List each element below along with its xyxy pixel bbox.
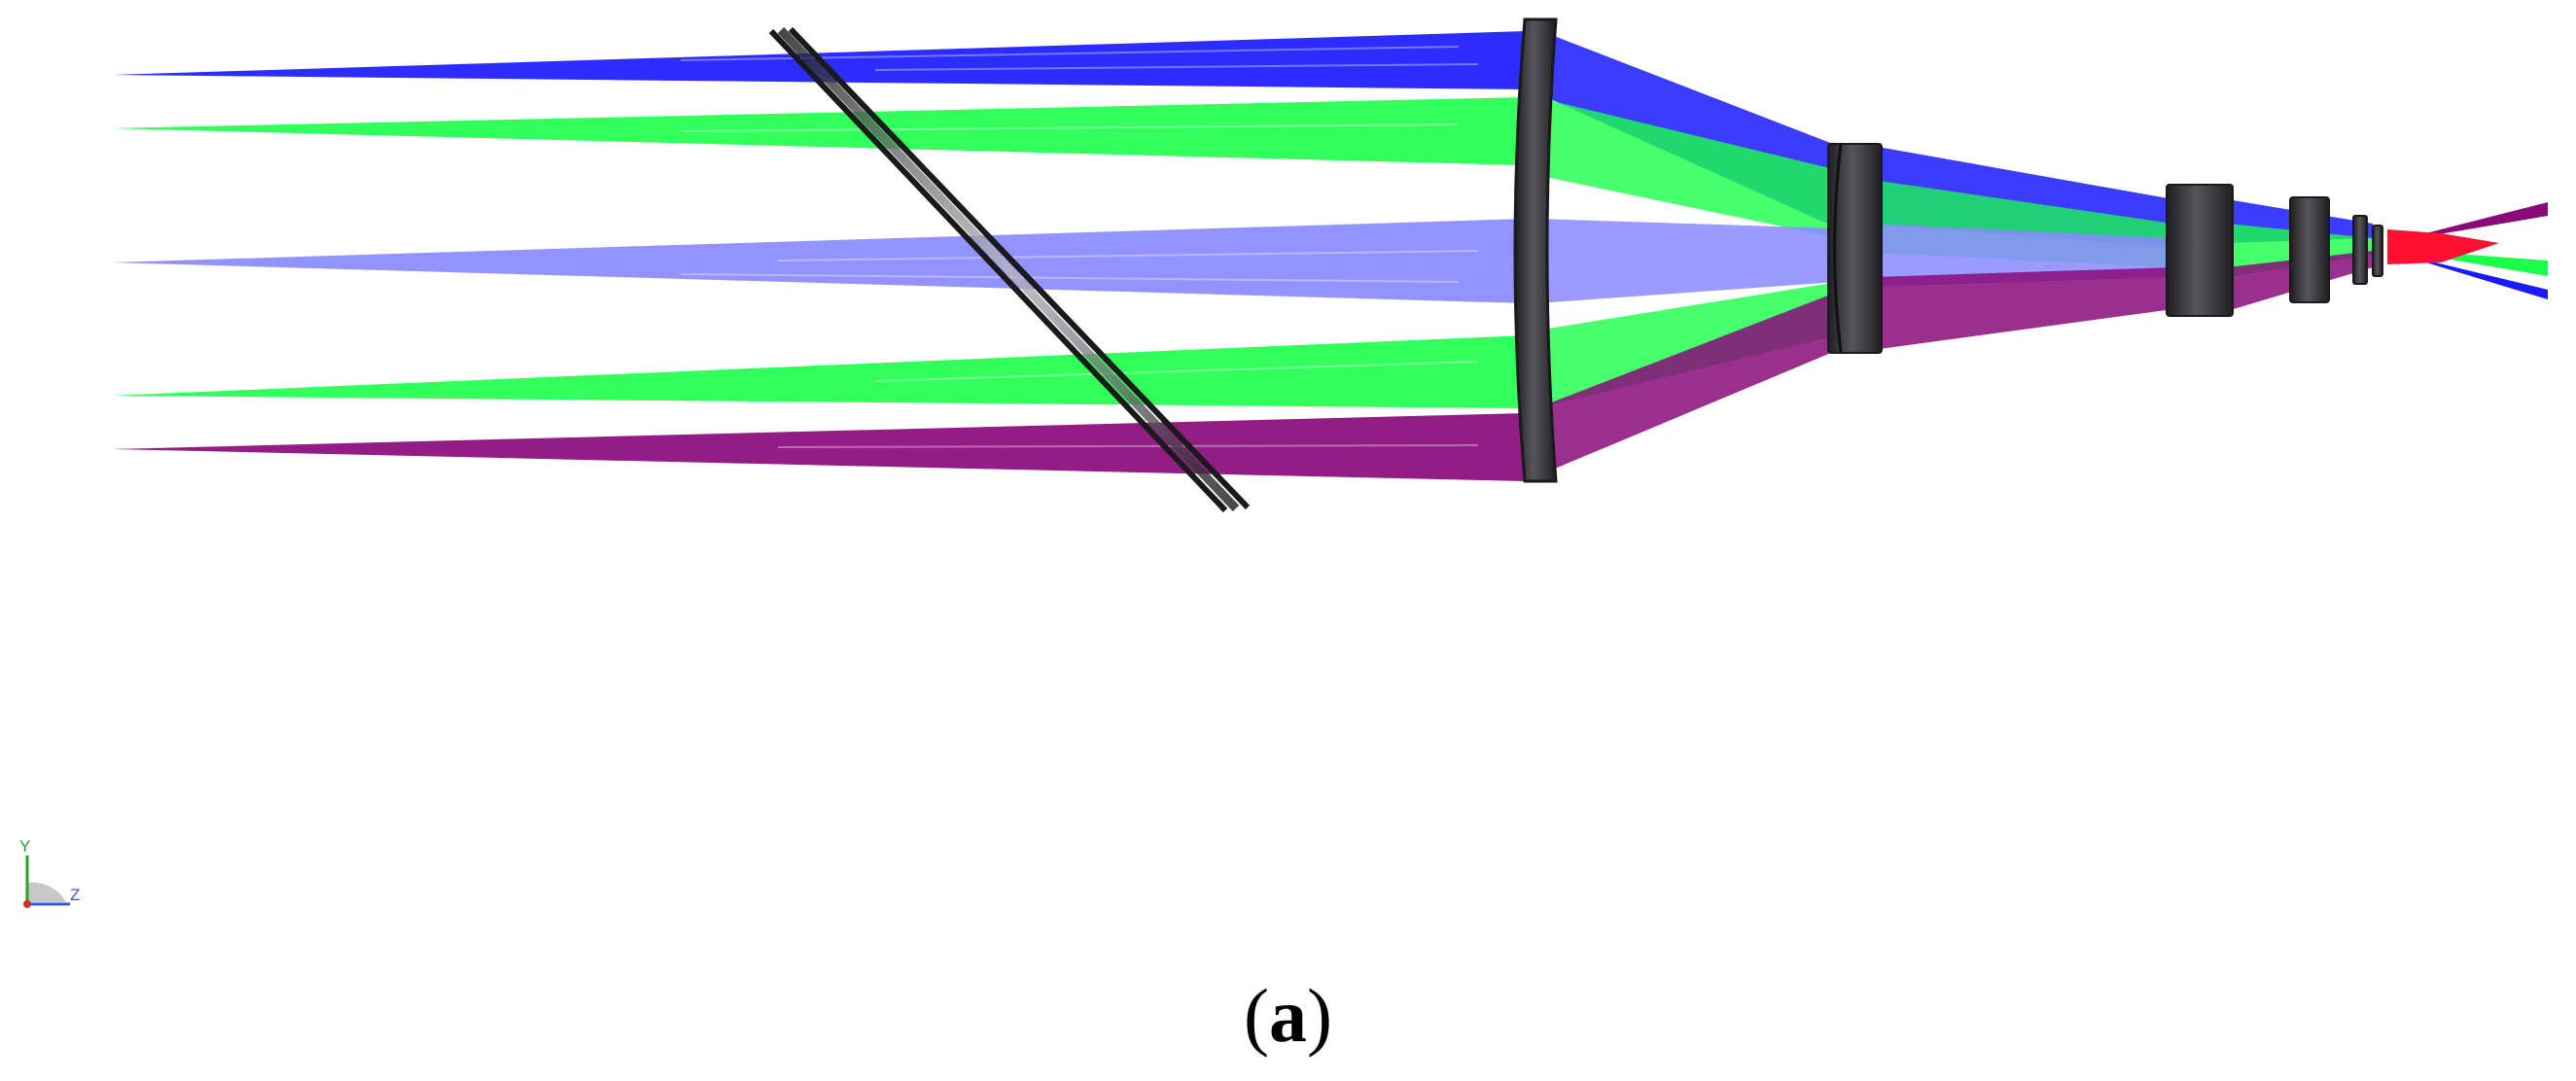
converging-beams xyxy=(1536,29,2373,476)
lens-5 xyxy=(2352,215,2383,285)
beam-green-top-in xyxy=(112,97,1527,165)
axis-triad: Y Z xyxy=(19,837,80,908)
beam-green-top-mid xyxy=(1536,97,1838,238)
lens-4 xyxy=(2289,196,2330,303)
lens-1 xyxy=(1513,17,1558,483)
axis-z-label: Z xyxy=(70,886,80,904)
beam-green-bottom-mid xyxy=(1536,282,1838,408)
axis-y-label: Y xyxy=(19,837,30,855)
beam-green-bottom-in xyxy=(112,335,1527,408)
exit-red xyxy=(2387,229,2499,264)
beam-purple-late xyxy=(1872,267,2173,350)
fold-plate xyxy=(768,26,1251,513)
caption-close-paren: ) xyxy=(1307,973,1332,1058)
beam-periwinkle-in xyxy=(112,219,1527,303)
beam-purple-mid xyxy=(1536,292,1838,476)
beam-periwinkle-mid xyxy=(1536,219,1838,303)
figure-caption: (a) xyxy=(0,972,2576,1060)
incoming-beams xyxy=(112,31,1527,481)
lens-2 xyxy=(1827,143,1883,354)
caption-open-paren: ( xyxy=(1244,973,1269,1058)
exit-fan xyxy=(2387,202,2548,299)
lens-3 xyxy=(2166,184,2234,317)
caption-letter: a xyxy=(1269,973,1307,1058)
